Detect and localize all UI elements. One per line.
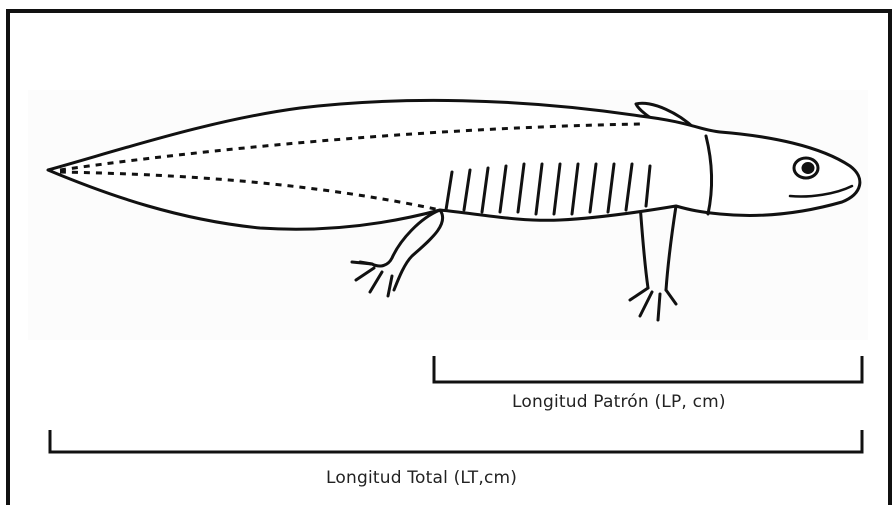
eye-pupil [803,164,813,173]
total-length-label: Longitud Total (LT,cm) [326,468,517,488]
standard-length-label: Longitud Patrón (LP, cm) [512,392,726,412]
total-length-bracket [50,430,862,452]
standard-length-bracket [434,356,862,382]
